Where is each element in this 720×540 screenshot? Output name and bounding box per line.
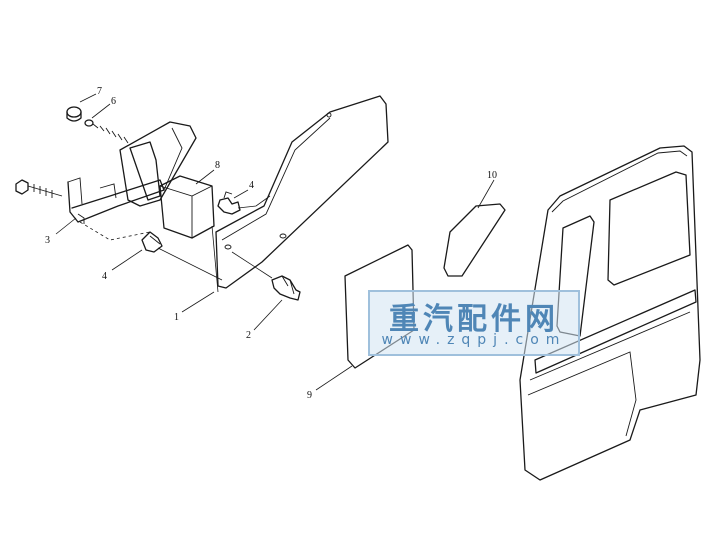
cab-door [519, 145, 701, 481]
callout-7: 7 [97, 86, 102, 97]
watermark-url: www.zqpj.com [381, 332, 567, 348]
callout-numbers: 7 6 8 4 3 4 1 2 9 10 [45, 86, 497, 401]
plug-fastener [271, 275, 301, 301]
callout-2: 2 [246, 330, 251, 341]
clip-lower [141, 231, 163, 253]
side-panel [215, 95, 389, 289]
callout-8: 8 [215, 160, 220, 171]
watermark-logo: 重汽配件网 www.zqpj.com [368, 290, 580, 356]
callout-3: 3 [45, 235, 50, 246]
control-box [159, 175, 215, 239]
assembly-lines [157, 195, 273, 293]
callout-4-upper: 4 [249, 180, 254, 191]
bracket-assembly [67, 121, 197, 241]
callout-10: 10 [487, 170, 497, 181]
clip-upper [217, 191, 241, 215]
cap-nut [66, 106, 82, 122]
watermark-title: 重汽配件网 [389, 302, 559, 337]
callout-6: 6 [111, 96, 116, 107]
screw [84, 119, 129, 144]
callout-9: 9 [307, 390, 312, 401]
callout-leaders [55, 93, 495, 391]
bolt [15, 179, 63, 198]
vent-glass [443, 203, 506, 277]
callout-1: 1 [174, 312, 179, 323]
callout-4-lower: 4 [102, 271, 107, 282]
